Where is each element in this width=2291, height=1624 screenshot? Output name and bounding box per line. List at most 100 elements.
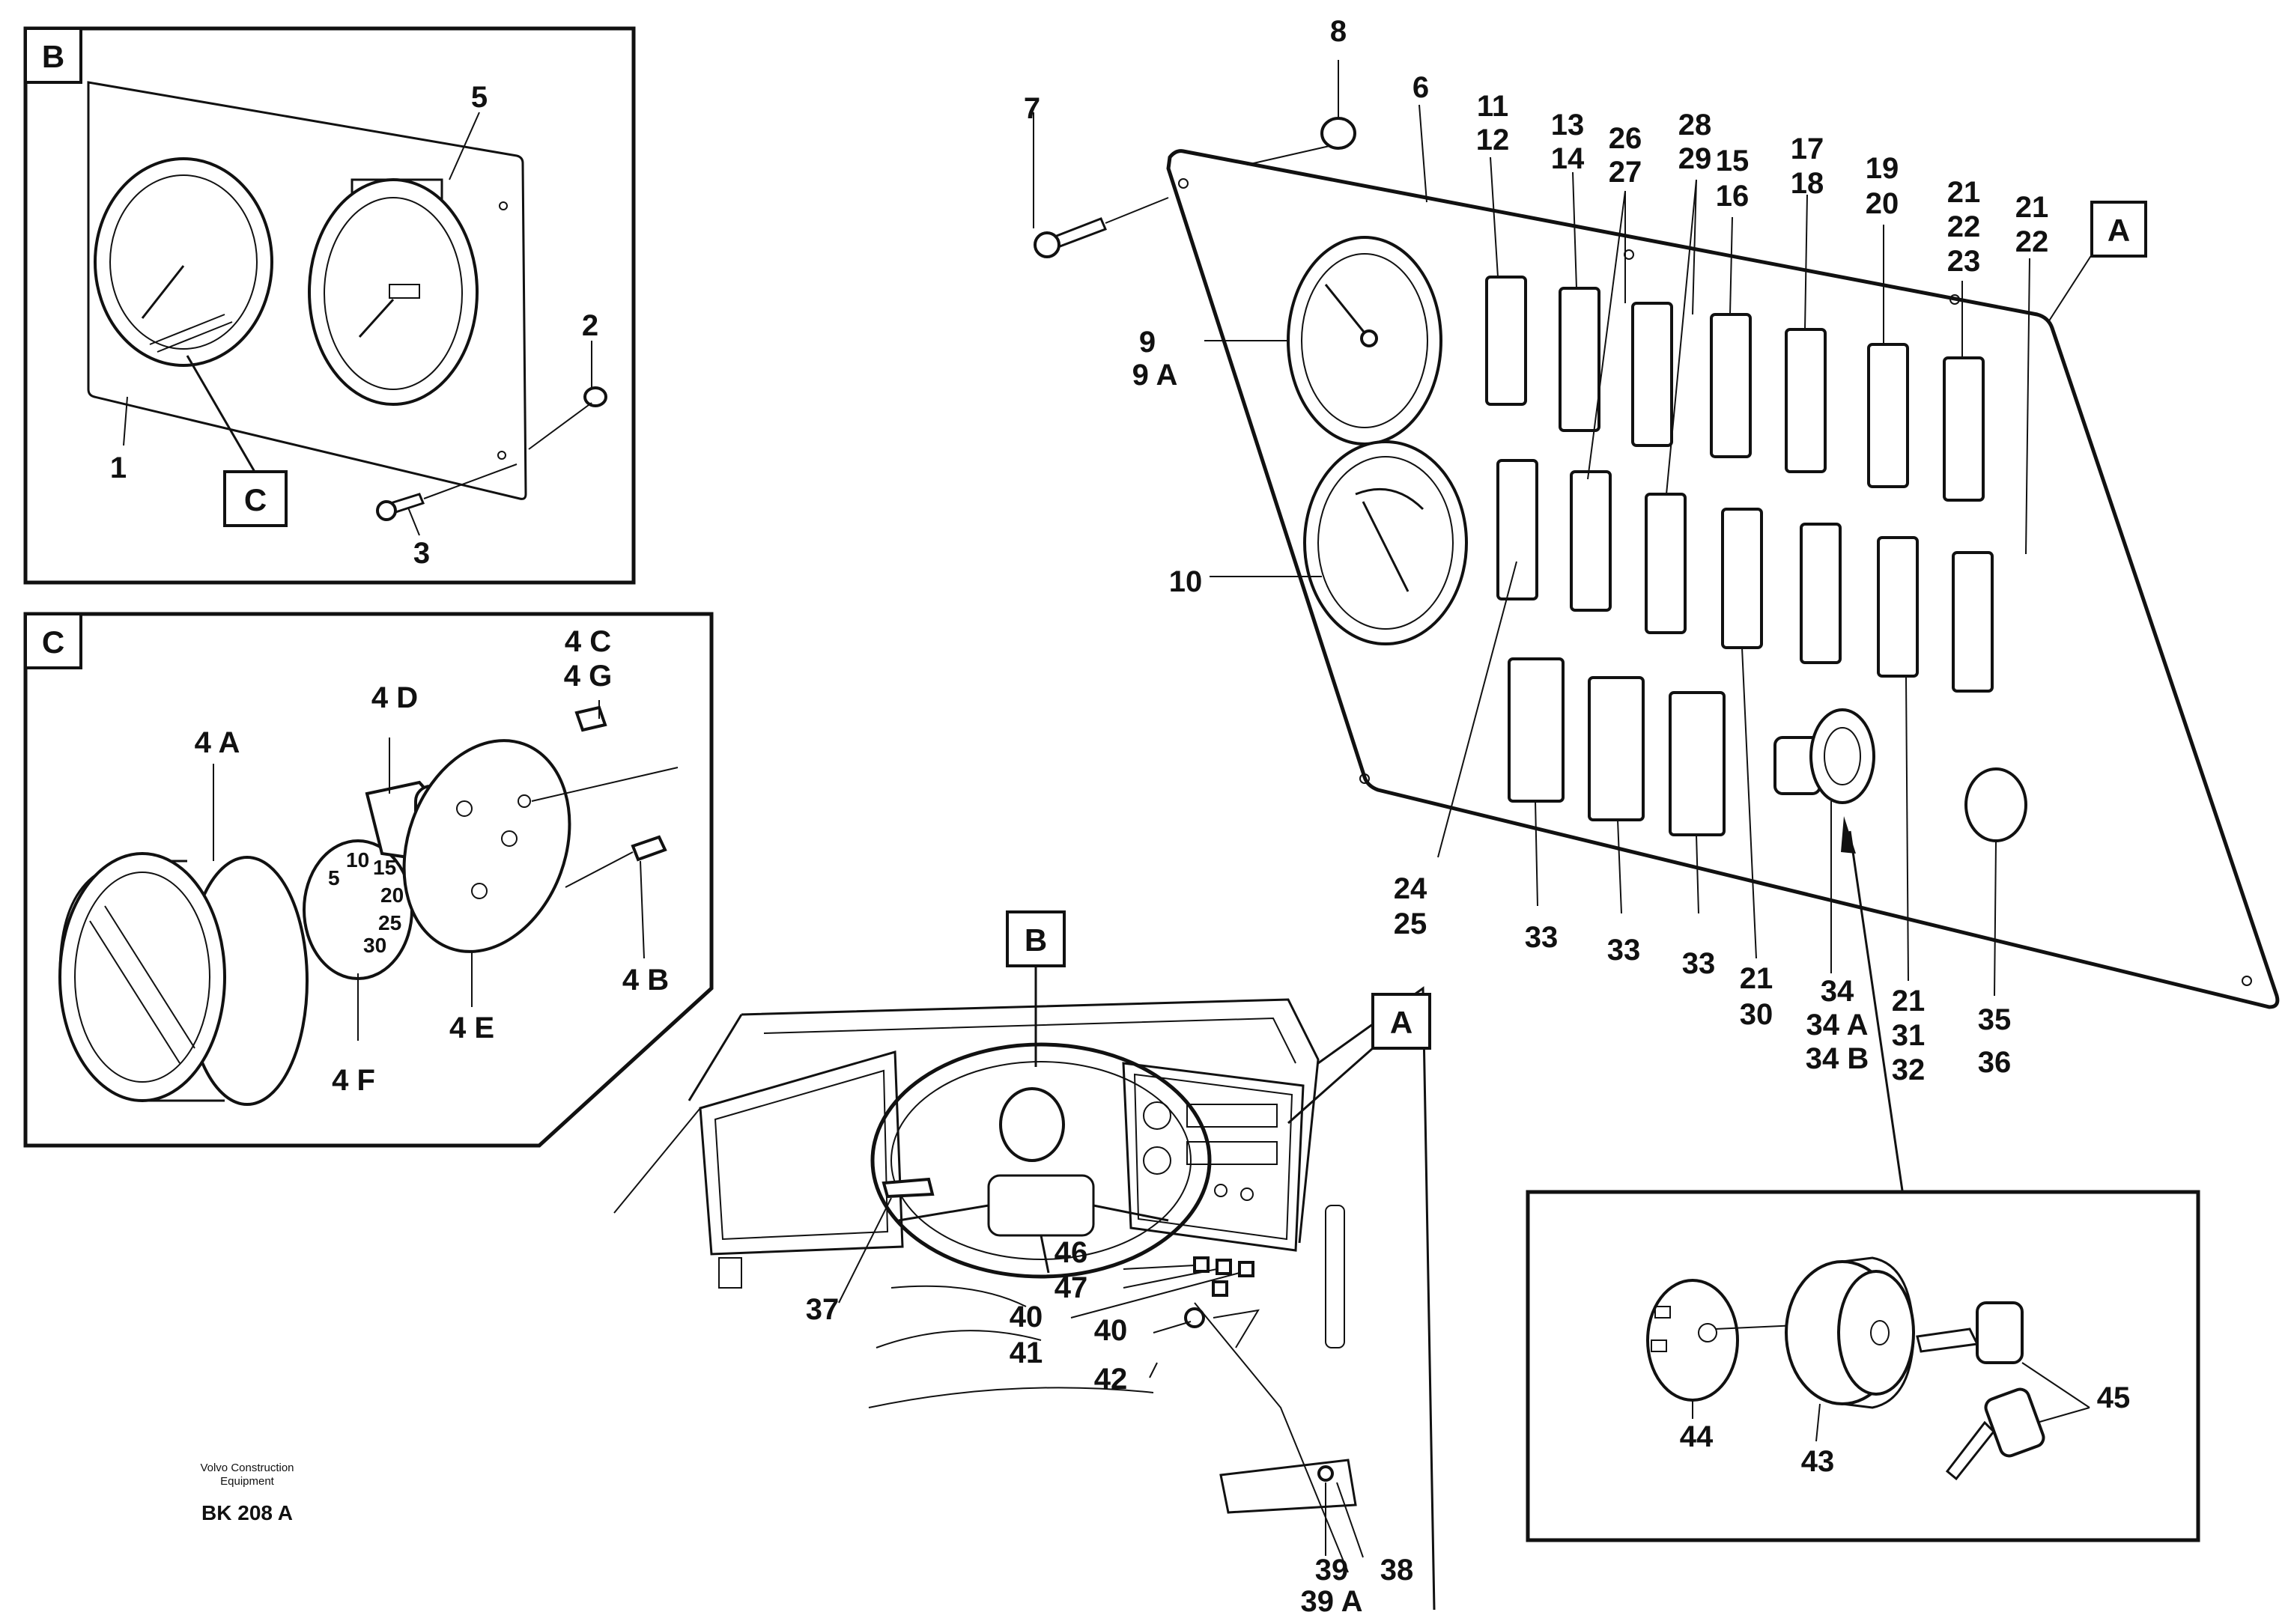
label-25: 25: [1394, 907, 1427, 940]
switch-11: [1485, 276, 1527, 406]
ignition-lock-face: [1824, 727, 1861, 785]
label-4b: 4 B: [622, 964, 669, 997]
panel-hole: [499, 201, 508, 210]
switch-15: [1710, 313, 1752, 458]
nut-8-axis: [1246, 145, 1330, 165]
leader-5: [449, 112, 480, 180]
leader-40a: [1070, 1272, 1240, 1319]
detail-box-b: B C 5 2 3 1: [23, 26, 636, 585]
panel-hole: [1178, 178, 1189, 189]
label-20: 20: [1866, 187, 1899, 220]
label-21-d: 21: [1892, 985, 1926, 1018]
left-gauge-needle: [141, 265, 185, 319]
cab-left-pillar: [688, 1014, 743, 1101]
label-10: 10: [1169, 565, 1203, 598]
axis-44: [1714, 1325, 1798, 1330]
label-39: 39: [1315, 1554, 1349, 1587]
switch-26b: [1570, 470, 1612, 612]
label-33-c: 33: [1682, 947, 1716, 980]
left-gauge-mark: [157, 321, 233, 353]
right-gauge: [308, 178, 479, 406]
switch-21-22: [1952, 551, 1994, 693]
blank-33b: [1588, 676, 1645, 821]
panel-hole: [1359, 773, 1370, 784]
mini-gauge: [1143, 1146, 1171, 1175]
label-29: 29: [1678, 142, 1712, 175]
switch-panel-plate: [1166, 149, 2280, 1009]
left-gauge: [94, 157, 273, 367]
switch-tab: [1651, 1339, 1667, 1352]
leader-33b: [1617, 819, 1622, 914]
screw-axis: [423, 463, 518, 499]
dash-left-panel: [699, 1050, 904, 1256]
seat-outline: [868, 1387, 1154, 1408]
label-19: 19: [1866, 152, 1899, 185]
leader-42: [1149, 1362, 1158, 1378]
gauge-10-arc: [1355, 487, 1424, 511]
box-c-tag-text: C: [42, 624, 64, 660]
cab-outline-inner: [763, 1017, 1296, 1064]
label-38: 38: [1380, 1554, 1414, 1587]
detail-box-c: C 5 10 15 20 25 30: [23, 612, 714, 1148]
steering-spoke: [1040, 1235, 1050, 1274]
steering-wheel-inner: [890, 1061, 1192, 1260]
label-27: 27: [1609, 156, 1642, 189]
label-3: 3: [413, 537, 430, 570]
board-hole: [501, 830, 518, 847]
label-22-b: 22: [2015, 225, 2049, 258]
label-21-b: 21: [2015, 191, 2049, 224]
label-16: 16: [1716, 180, 1750, 213]
label-33-b: 33: [1607, 934, 1641, 967]
gauge-9-face: [1301, 253, 1428, 428]
switch-13: [1559, 287, 1600, 432]
gauge-10: [1303, 440, 1468, 645]
nut-2: [583, 386, 607, 407]
label-6: 6: [1412, 71, 1429, 104]
leader-28b: [1666, 179, 1697, 495]
label-5: 5: [471, 81, 488, 114]
box-a-tag: [2090, 201, 2147, 258]
switch-47: [1216, 1259, 1232, 1275]
switch-19: [1867, 343, 1909, 488]
board-hole: [518, 794, 531, 808]
leader-43: [1815, 1403, 1821, 1442]
mini-switch-row: [1186, 1141, 1278, 1165]
leader-33c: [1696, 834, 1699, 914]
screw-7-axis: [1105, 197, 1169, 224]
label-12: 12: [1476, 124, 1510, 156]
panel-hole: [497, 451, 506, 460]
key-blade-2: [1945, 1420, 1996, 1481]
keyhole: [1870, 1320, 1890, 1345]
mini-knob: [1240, 1187, 1254, 1201]
label-4a: 4 A: [195, 726, 240, 759]
stalk-37: [881, 1177, 935, 1199]
switch-46: [1193, 1256, 1210, 1273]
glass-hatch: [104, 905, 195, 1049]
leader-a: [1287, 1047, 1374, 1125]
switch-21-31: [1877, 536, 1919, 678]
dial-30: 30: [363, 934, 386, 957]
label-31: 31: [1892, 1019, 1926, 1052]
leader-4b: [640, 860, 645, 959]
switch-blank: [1800, 523, 1842, 664]
ignition-detail-box: 44 43 45: [1526, 1190, 2200, 1542]
label-17: 17: [1791, 133, 1824, 165]
label-23: 23: [1947, 245, 1981, 278]
steering-hub: [987, 1174, 1095, 1237]
label-30: 30: [1740, 998, 1773, 1031]
door-handle: [1325, 1205, 1345, 1348]
dial-10: 10: [346, 848, 369, 872]
switch-center: [1698, 1323, 1717, 1342]
seat-outline: [876, 1330, 1042, 1348]
label-4c: 4 C: [565, 625, 611, 658]
label-1: 1: [110, 451, 127, 484]
key-45-head-2: [1984, 1387, 2045, 1458]
leader-33a: [1535, 800, 1538, 907]
label-35: 35: [1978, 1003, 2012, 1036]
leader-26b: [1587, 190, 1626, 480]
gauge-9-needle: [1324, 284, 1371, 339]
leader-21-30: [1741, 647, 1757, 959]
board-hole: [456, 800, 473, 817]
label-24: 24: [1394, 872, 1427, 905]
cab-left-edge: [613, 1107, 701, 1214]
